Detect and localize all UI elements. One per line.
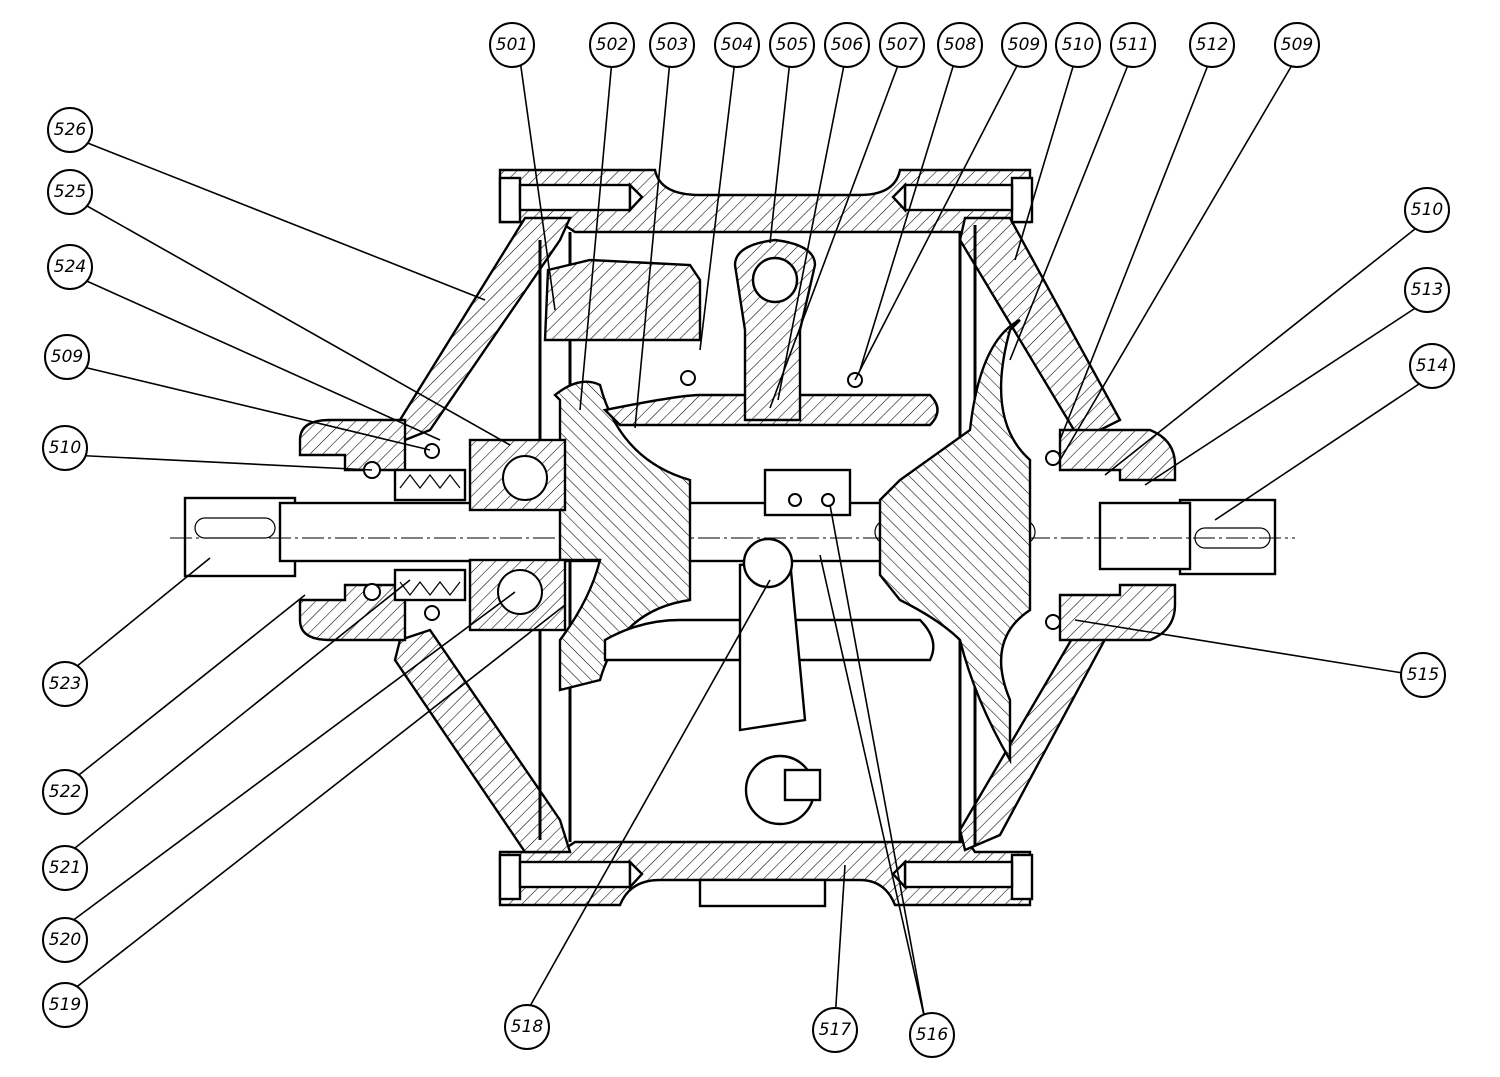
label-522: 522 xyxy=(49,782,81,802)
balloon-509-left: 509 xyxy=(44,334,90,380)
balloon-501: 501 xyxy=(489,22,535,68)
label-510-top: 510 xyxy=(1062,35,1094,55)
label-505: 505 xyxy=(776,35,808,55)
main-shaft xyxy=(170,496,1295,578)
balloon-505: 505 xyxy=(769,22,815,68)
balloon-516: 516 xyxy=(909,1012,955,1058)
balloon-526: 526 xyxy=(47,107,93,153)
bolt-head-bottom-left xyxy=(498,853,522,901)
balloon-520: 520 xyxy=(42,917,88,963)
balloon-506: 506 xyxy=(824,22,870,68)
balloon-511: 511 xyxy=(1110,22,1156,68)
label-525: 525 xyxy=(54,182,86,202)
housing-left-lower-web xyxy=(393,628,572,854)
balloon-502: 502 xyxy=(589,22,635,68)
leader-lines xyxy=(59,59,1426,1021)
label-519: 519 xyxy=(49,995,81,1015)
label-503: 503 xyxy=(656,35,688,55)
balloon-509-right: 509 xyxy=(1274,22,1320,68)
balloon-521: 521 xyxy=(42,845,88,891)
label-509-right: 509 xyxy=(1281,35,1313,55)
balloon-510-top: 510 xyxy=(1055,22,1101,68)
label-513: 513 xyxy=(1411,280,1443,300)
balloon-525: 525 xyxy=(47,169,93,215)
balloon-523: 523 xyxy=(42,661,88,707)
balloon-510-right: 510 xyxy=(1404,187,1450,233)
label-509-left: 509 xyxy=(51,347,83,367)
label-509-top: 509 xyxy=(1008,35,1040,55)
label-501: 501 xyxy=(496,35,528,55)
label-524: 524 xyxy=(54,257,86,277)
clutch-hub xyxy=(763,468,852,517)
bottom-drain-nut xyxy=(698,878,827,908)
label-521: 521 xyxy=(49,858,81,878)
gear-body-upper xyxy=(543,258,702,342)
balloon-515: 515 xyxy=(1400,652,1446,698)
cone-disc-right xyxy=(878,318,1032,765)
balloon-503: 503 xyxy=(649,22,695,68)
label-507: 507 xyxy=(886,35,919,55)
balloon-508: 508 xyxy=(937,22,983,68)
balloon-513: 513 xyxy=(1404,267,1450,313)
balloon-510-left: 510 xyxy=(42,425,88,471)
label-508: 508 xyxy=(944,35,977,55)
balloon-524: 524 xyxy=(47,244,93,290)
label-515: 515 xyxy=(1407,665,1439,685)
balloon-517: 517 xyxy=(812,1007,858,1053)
label-520: 520 xyxy=(49,930,81,950)
bolt-head-bottom-right xyxy=(1010,853,1034,901)
housing-left-hub-lower xyxy=(298,583,407,642)
balloon-514: 514 xyxy=(1409,343,1455,389)
label-510-left: 510 xyxy=(49,438,81,458)
label-523: 523 xyxy=(49,674,81,694)
label-512: 512 xyxy=(1196,35,1228,55)
balloon-504: 504 xyxy=(714,22,760,68)
label-506: 506 xyxy=(831,35,864,55)
label-516: 516 xyxy=(916,1025,949,1045)
bolt-head-top-left xyxy=(498,176,522,224)
balloon-507: 507 xyxy=(879,22,925,68)
balloon-518: 518 xyxy=(504,1004,550,1050)
balloon-522: 522 xyxy=(42,769,88,815)
label-510-right: 510 xyxy=(1411,200,1443,220)
cone-disc-left xyxy=(553,380,692,692)
part-number-balloons: 501 502 503 504 505 506 507 508 509 510 … xyxy=(42,22,1455,1058)
label-518: 518 xyxy=(511,1017,544,1037)
housing-right-hub-lower xyxy=(1058,583,1177,642)
housing-left-hub xyxy=(298,418,407,472)
housing-bottom-beam xyxy=(498,840,1032,907)
balloon-512: 512 xyxy=(1189,22,1235,68)
label-511: 511 xyxy=(1117,35,1149,55)
housing xyxy=(298,168,1177,908)
label-504: 504 xyxy=(721,35,753,55)
label-514: 514 xyxy=(1416,356,1448,376)
housing-right-hub xyxy=(1058,428,1177,482)
balloon-519: 519 xyxy=(42,982,88,1028)
balloon-509-top: 509 xyxy=(1001,22,1047,68)
label-526: 526 xyxy=(54,120,87,140)
label-502: 502 xyxy=(596,35,628,55)
label-517: 517 xyxy=(819,1020,852,1040)
